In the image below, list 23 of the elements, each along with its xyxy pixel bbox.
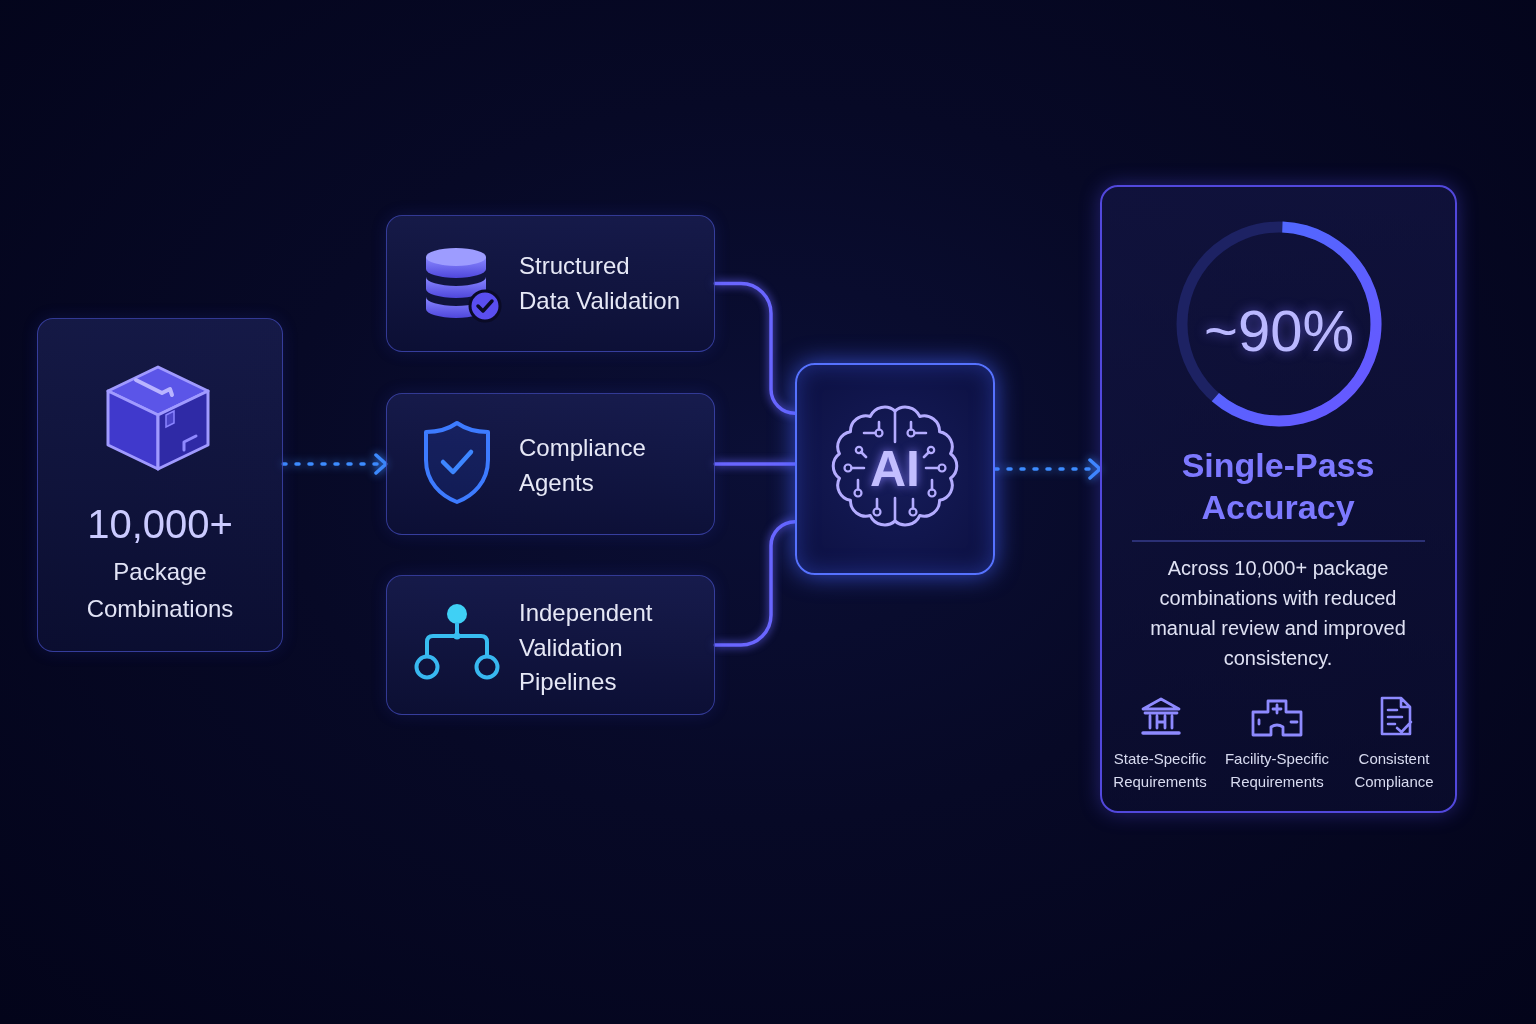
feature-card [386, 575, 715, 715]
stat-number: 10,000+ [86, 501, 234, 548]
feature-card [386, 215, 715, 352]
card-title: Structured Data Validation [519, 251, 681, 316]
stat-caption: Package Combinations [85, 557, 235, 624]
card-title: Independent Validation Pipelines [519, 598, 654, 697]
compliance-label: Consistent Compliance [1353, 749, 1435, 792]
requirement-label: State-Specific Requirements [1112, 749, 1208, 792]
connector-line [713, 281, 797, 416]
core-label: AI [869, 443, 921, 495]
dotted-arrow [281, 453, 388, 475]
ai-core-box [795, 363, 995, 575]
result-panel [1100, 185, 1457, 813]
connector-line [713, 520, 797, 647]
feature-card [386, 393, 715, 535]
connector-line [713, 462, 797, 466]
panel-description: Across 10,000+ package combinations with reduced manual review and improved consistency. [1149, 556, 1407, 671]
dotted-arrow [993, 458, 1102, 480]
requirement-label: Facility-Specific Requirements [1223, 749, 1331, 792]
panel-heading: Single-Pass Accuracy [1180, 445, 1376, 528]
percentage-value: ~90% [1203, 300, 1355, 362]
stat-card [37, 318, 283, 652]
card-title: Compliance Agents [519, 433, 647, 498]
